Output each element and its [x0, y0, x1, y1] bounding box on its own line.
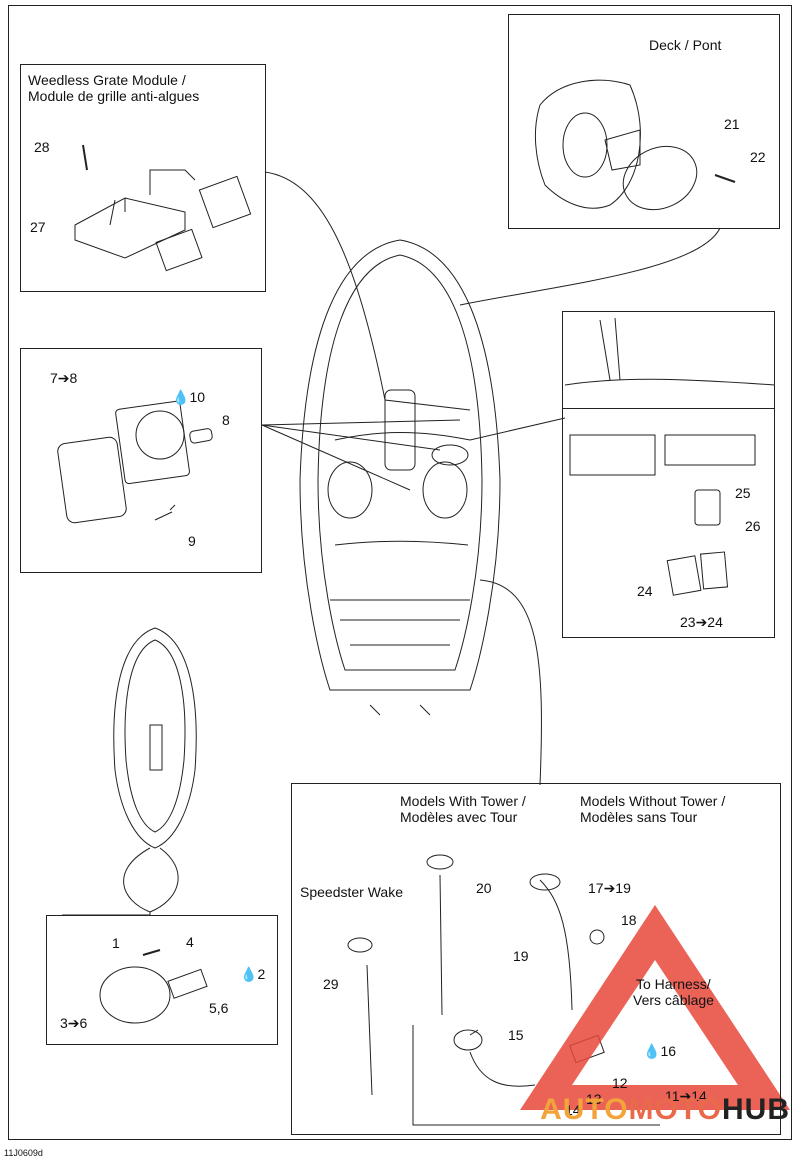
- part-28: 28: [34, 139, 50, 155]
- models-with-tower-en: Models With Tower /: [400, 793, 526, 809]
- part-22: 22: [750, 149, 766, 165]
- part-26: 26: [745, 518, 761, 534]
- leader-lights: [261, 419, 461, 491]
- watermark-triangle: [520, 905, 790, 1110]
- panel-divider: [562, 408, 775, 409]
- lights-box: [20, 348, 262, 573]
- models-without-tower-en: Models Without Tower /: [580, 793, 726, 809]
- part-21: 21: [724, 116, 740, 132]
- part-15: 15: [508, 1027, 524, 1043]
- bow-light-box: [46, 915, 278, 1045]
- part-20: 20: [476, 880, 492, 896]
- models-without-tower-fr: Modèles sans Tour: [580, 809, 698, 825]
- part-10: 💧10: [172, 389, 206, 405]
- part-23-24: 23➔24: [680, 614, 723, 630]
- part-1: 1: [112, 935, 120, 951]
- drop-icon: 💧: [240, 966, 258, 982]
- part-25: 25: [735, 485, 751, 501]
- part-13: 13: [586, 1091, 602, 1107]
- models-with-tower-fr: Modèles avec Tour: [400, 809, 518, 825]
- speedster-wake-label: Speedster Wake: [300, 884, 403, 900]
- weedless-grate-box: [20, 64, 266, 292]
- part-3-6: 3➔6: [60, 1015, 88, 1031]
- part-9: 9: [188, 533, 196, 549]
- part-5-6: 5,6: [209, 1000, 229, 1016]
- document-code: 11J0609d: [4, 1148, 43, 1158]
- watermark-logo: AUTOMOTOHUB: [540, 1093, 790, 1127]
- to-harness-fr: Vers câblage: [633, 992, 714, 1008]
- leader-weedless: [264, 171, 471, 411]
- watermark-moto: MOTO: [628, 1093, 722, 1126]
- diagram-frame: [8, 5, 792, 1140]
- part-19: 19: [513, 948, 529, 964]
- part-27: 27: [30, 219, 46, 235]
- hull-outline: [299, 239, 501, 691]
- part-24: 24: [637, 583, 653, 599]
- leader-lower: [479, 579, 542, 786]
- weedless-title-fr: Module de grille anti-algues: [28, 88, 200, 104]
- leader-deck: [459, 227, 721, 306]
- part-2: 💧2: [240, 966, 266, 982]
- deck-pont-label: Deck / Pont: [649, 37, 722, 53]
- drop-icon: 💧: [643, 1043, 661, 1059]
- leader-panel: [469, 417, 566, 441]
- part-7-8: 7➔8: [50, 370, 78, 386]
- part-4: 4: [186, 934, 194, 950]
- part-18: 18: [621, 912, 637, 928]
- watermark-hub: HUB: [722, 1093, 790, 1126]
- part-17-19: 17➔19: [588, 880, 631, 896]
- weedless-title-en: Weedless Grate Module /: [28, 72, 186, 88]
- part-16: 💧16: [643, 1043, 677, 1059]
- part-8: 8: [222, 412, 230, 428]
- part-14: 14: [565, 1102, 581, 1118]
- part-11-14: 11➔14: [665, 1088, 707, 1104]
- to-harness-en: To Harness/: [636, 976, 711, 992]
- watermark-auto: AUTO: [540, 1093, 629, 1126]
- hull-small: [113, 627, 197, 849]
- part-29: 29: [323, 976, 339, 992]
- control-panel-box: [562, 311, 775, 638]
- part-12: 12: [612, 1075, 628, 1091]
- tower-light-box: [291, 783, 781, 1135]
- drop-icon: 💧: [172, 389, 190, 405]
- leader-stern: [123, 847, 179, 913]
- deck-pont-box: [508, 14, 780, 229]
